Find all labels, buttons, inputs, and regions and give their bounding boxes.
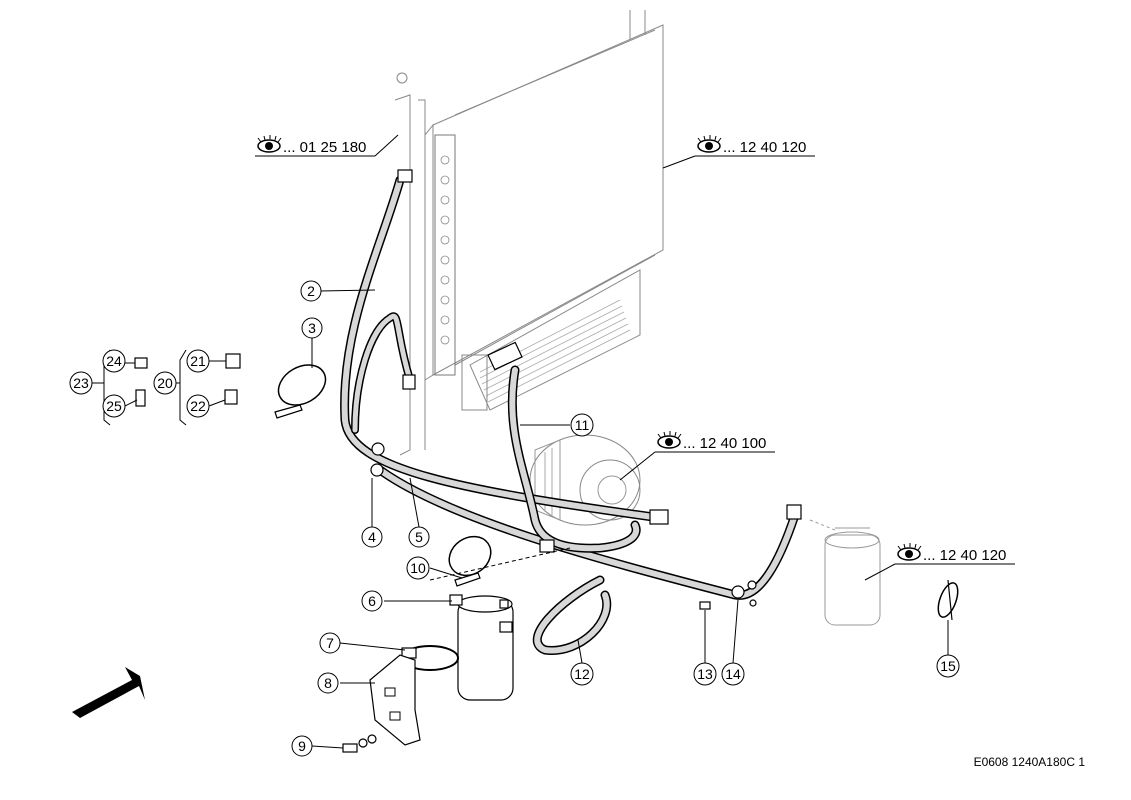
svg-text:11: 11 [575,417,590,433]
hose-fittings [370,169,802,610]
reference-label-2: ... 12 40 120 [697,135,806,156]
callout-11: 11 [570,413,594,437]
callout-8: 8 [317,672,339,694]
receiver-drier-faint [809,519,881,626]
svg-text:13: 13 [697,666,713,682]
screw-washer-set [342,734,377,753]
callout-25: 25 [102,394,126,418]
bracket [369,654,421,746]
svg-text:24: 24 [106,353,122,369]
callout-6: 6 [361,590,383,612]
drawing-code: E0608 1240A180C 1 [974,755,1086,769]
callout-5: 5 [408,526,430,548]
svg-text:20: 20 [157,375,173,391]
hoses [340,175,800,655]
callout-7: 7 [319,632,341,654]
receiver-drier [449,594,514,701]
cable-tie-3 [274,364,327,419]
callout-3: 3 [301,317,323,339]
cable-tie-15 [937,579,959,621]
arrow-down-left-icon [72,667,145,718]
cable-tie-10 [448,535,492,587]
svg-text:12: 12 [574,666,590,682]
callout-10: 10 [406,556,430,580]
eye-icon [697,135,722,153]
svg-text:14: 14 [725,666,741,682]
callout-12: 12 [570,662,594,686]
reference-label-4: ... 12 40 120 [897,543,1006,564]
svg-text:... 12 40 120: ... 12 40 120 [723,139,806,156]
svg-text:22: 22 [190,398,206,414]
leader-lines [92,134,1015,749]
svg-text:2: 2 [307,283,315,299]
callout-2: 2 [300,280,322,302]
callout-20: 20 [153,371,177,395]
svg-text:... 12 40 120: ... 12 40 120 [923,547,1006,564]
callout-9: 9 [291,735,313,757]
reference-label-3: ... 12 40 100 [657,431,766,452]
condenser [394,10,664,456]
svg-text:5: 5 [415,529,423,545]
svg-text:9: 9 [298,738,306,754]
callout-22: 22 [186,394,210,418]
svg-text:... 01 25 180: ... 01 25 180 [283,139,366,156]
eye-icon [657,431,682,449]
callout-24: 24 [102,349,126,373]
callout-23: 23 [69,371,93,395]
eye-icon [257,135,282,153]
fitting-set [103,349,241,426]
svg-text:3: 3 [308,320,316,336]
eye-icon [897,543,922,561]
callout-15: 15 [936,654,960,678]
svg-text:23: 23 [73,375,89,391]
svg-text:8: 8 [324,675,332,691]
svg-text:10: 10 [410,560,426,576]
svg-text:21: 21 [190,353,206,369]
callout-21: 21 [186,349,210,373]
svg-text:... 12 40 100: ... 12 40 100 [683,435,766,452]
svg-text:4: 4 [368,529,376,545]
callout-13: 13 [693,662,717,686]
svg-text:15: 15 [940,658,956,674]
reference-label-1: ... 01 25 180 [257,135,366,156]
callout-14: 14 [721,662,745,686]
callout-4: 4 [361,526,383,548]
svg-text:7: 7 [326,635,334,651]
svg-text:25: 25 [106,398,122,414]
svg-text:6: 6 [368,593,376,609]
